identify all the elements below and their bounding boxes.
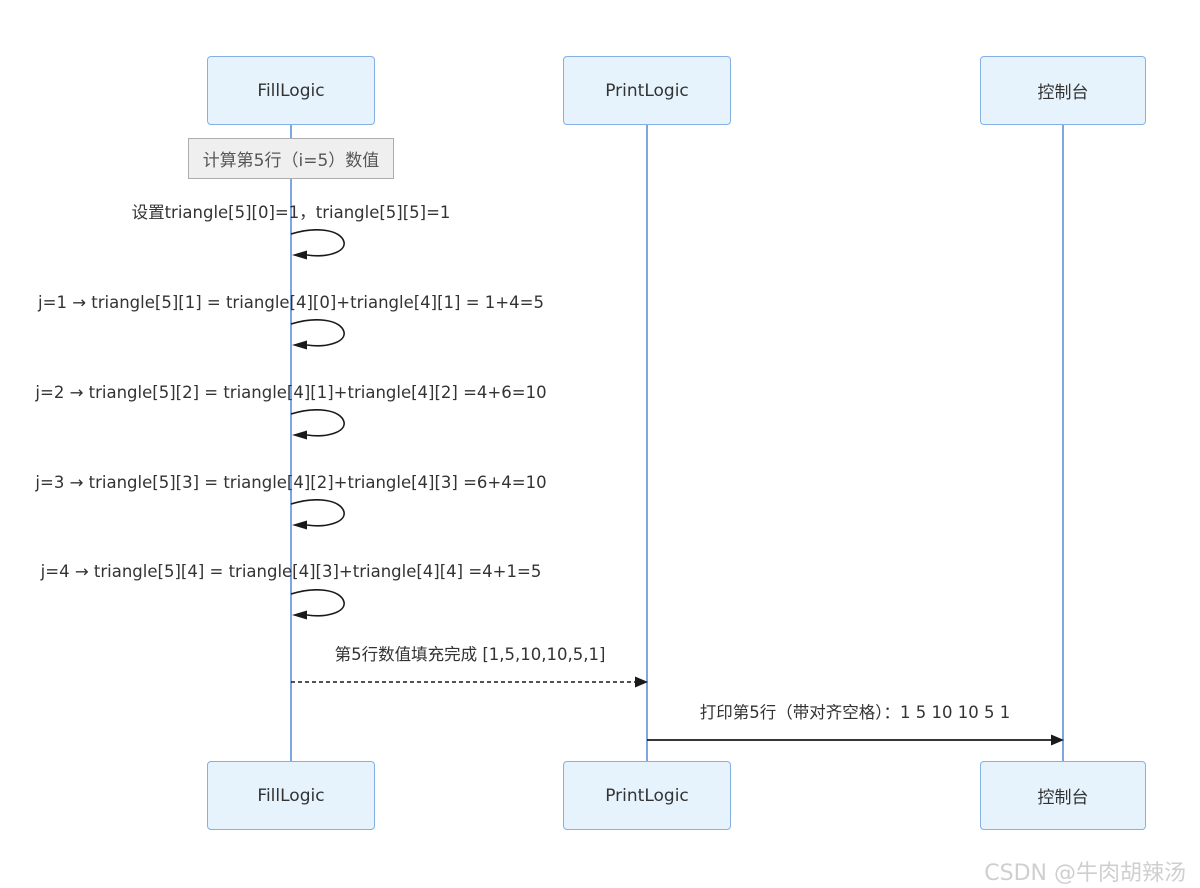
lifeline-console xyxy=(1062,125,1064,761)
message-label-print-to-console: 打印第5行（带对齐空格）：1 5 10 10 5 1 xyxy=(699,703,1011,722)
actor-label: FillLogic xyxy=(257,80,325,101)
actor-printlogic-bottom: PrintLogic xyxy=(563,761,731,830)
message-label-fill-to-print: 第5行数值填充完成 [1,5,10,10,5,1] xyxy=(334,645,606,664)
self-loop-arrow-icon xyxy=(290,589,345,620)
actor-console-top: 控制台 xyxy=(980,56,1146,125)
note-box: 计算第5行（i=5）数值 xyxy=(188,138,394,179)
self-loop-arrow-icon xyxy=(290,409,345,440)
actor-filllogic-bottom: FillLogic xyxy=(207,761,375,830)
solid-arrow-icon xyxy=(647,734,1064,746)
lifeline-filllogic xyxy=(290,125,292,761)
note-text: 计算第5行（i=5）数值 xyxy=(202,151,380,171)
actor-console-bottom: 控制台 xyxy=(980,761,1146,830)
actor-label: 控制台 xyxy=(1037,788,1089,808)
self-message-label: 设置triangle[5][0]=1，triangle[5][5]=1 xyxy=(131,203,451,222)
lifeline-printlogic xyxy=(646,125,648,761)
self-loop-arrow-icon xyxy=(290,319,345,350)
actor-printlogic-top: PrintLogic xyxy=(563,56,731,125)
self-message-label: j=2 → triangle[5][2] = triangle[4][1]+tr… xyxy=(35,383,547,402)
actor-filllogic-top: FillLogic xyxy=(207,56,375,125)
dashed-arrow-icon xyxy=(291,676,648,688)
self-loop-arrow-icon xyxy=(290,499,345,530)
actor-label: PrintLogic xyxy=(605,80,689,101)
self-loop-arrow-icon xyxy=(290,229,345,260)
actor-label: FillLogic xyxy=(257,785,325,806)
actor-label: PrintLogic xyxy=(605,785,689,806)
watermark: CSDN @牛肉胡辣汤 xyxy=(984,861,1186,886)
actor-label: 控制台 xyxy=(1037,83,1089,103)
self-message-label: j=3 → triangle[5][3] = triangle[4][2]+tr… xyxy=(35,473,547,492)
self-message-label: j=4 → triangle[5][4] = triangle[4][3]+tr… xyxy=(40,562,542,581)
self-message-label: j=1 → triangle[5][1] = triangle[4][0]+tr… xyxy=(38,293,544,312)
